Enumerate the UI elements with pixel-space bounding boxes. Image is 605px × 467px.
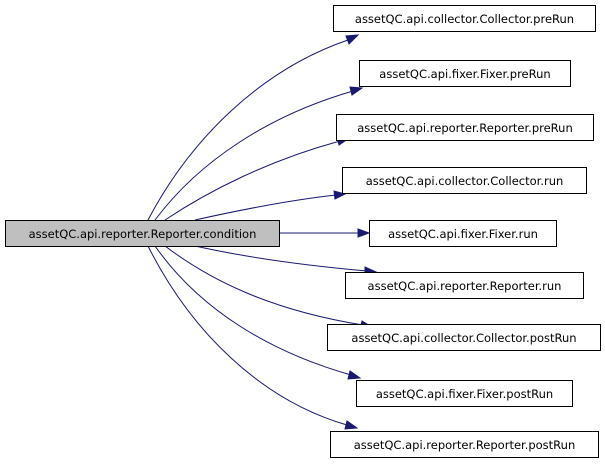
edge-to-collector-run (194, 194, 337, 221)
callee-node-reporter-run[interactable]: assetQC.api.reporter.Reporter.run (345, 272, 584, 299)
callee-node-fixer-run[interactable]: assetQC.api.fixer.Fixer.run (369, 220, 557, 247)
node-label: assetQC.api.fixer.Fixer.run (388, 227, 538, 241)
edge-to-reporter-prerun (164, 140, 341, 221)
node-box (356, 380, 573, 407)
callee-node-collector-prerun[interactable]: assetQC.api.collector.Collector.preRun (333, 5, 596, 32)
node-label: assetQC.api.fixer.Fixer.preRun (379, 67, 550, 81)
edges (147, 34, 378, 430)
edge-to-collector-prerun (147, 39, 349, 221)
node-box (345, 272, 584, 299)
edge-to-fixer-prerun (154, 90, 354, 221)
node-box (342, 167, 587, 194)
callee-node-reporter-postrun[interactable]: assetQC.api.reporter.Reporter.postRun (330, 431, 599, 458)
arrowhead-fixer-run (357, 228, 371, 238)
callee-node-collector-postrun[interactable]: assetQC.api.collector.Collector.postRun (327, 324, 601, 351)
arrowhead-fixer-prerun (349, 86, 364, 96)
callee-node-collector-run[interactable]: assetQC.api.collector.Collector.run (342, 167, 587, 194)
edge-to-reporter-postrun (147, 245, 348, 426)
node-label: assetQC.api.collector.Collector.run (366, 174, 564, 188)
callee-node-fixer-postrun[interactable]: assetQC.api.fixer.Fixer.postRun (356, 380, 573, 407)
arrowhead-reporter-postrun (344, 420, 359, 430)
edge-to-collector-postrun (164, 245, 364, 326)
node-label: assetQC.api.collector.Collector.postRun (351, 331, 576, 345)
node-label: assetQC.api.reporter.Reporter.preRun (357, 121, 573, 135)
root-node[interactable]: assetQC.api.reporter.Reporter.condition (5, 220, 280, 247)
edge-to-reporter-run (194, 245, 368, 272)
node-label: assetQC.api.reporter.Reporter.run (368, 279, 562, 293)
node-label: assetQC.api.fixer.Fixer.postRun (376, 387, 553, 401)
root-node-box (5, 220, 280, 247)
node-label: assetQC.api.collector.Collector.preRun (355, 12, 574, 26)
node-box (330, 431, 599, 458)
arrowhead-collector-prerun (345, 34, 360, 45)
arrowhead-fixer-postrun (347, 370, 362, 380)
root-node-label: assetQC.api.reporter.Reporter.condition (29, 227, 257, 241)
callee-node-reporter-prerun[interactable]: assetQC.api.reporter.Reporter.preRun (336, 114, 594, 141)
node-box (359, 60, 571, 87)
node-box (336, 114, 594, 141)
edge-to-fixer-postrun (154, 245, 352, 376)
arrowhead-collector-run (333, 190, 347, 200)
node-box (333, 5, 596, 32)
node-box (327, 324, 601, 351)
callee-node-fixer-prerun[interactable]: assetQC.api.fixer.Fixer.preRun (359, 60, 571, 87)
node-box (369, 220, 557, 247)
node-label: assetQC.api.reporter.Reporter.postRun (354, 438, 576, 452)
